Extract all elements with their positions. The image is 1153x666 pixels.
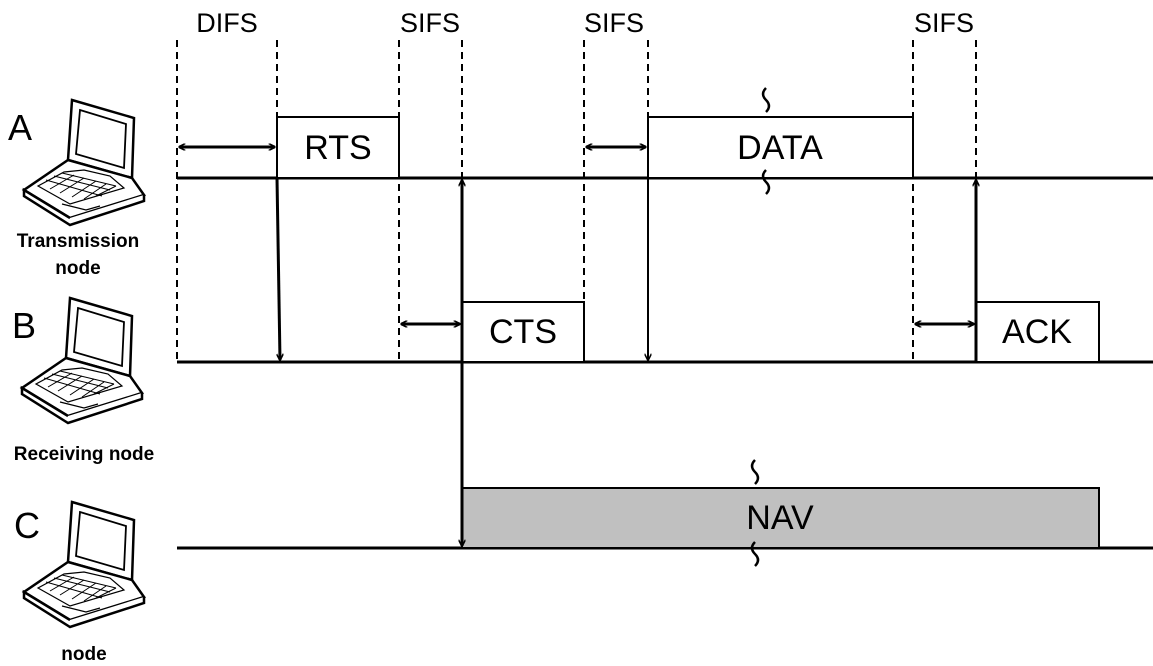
node-c-desc: node bbox=[61, 644, 106, 661]
node-b: B Receiving node bbox=[12, 298, 154, 465]
frame-cts: CTS bbox=[462, 302, 584, 362]
frame-data: DATA bbox=[648, 88, 913, 194]
sifs-label-2: SIFS bbox=[584, 8, 644, 38]
rts-label: RTS bbox=[304, 129, 371, 167]
node-a-letter: A bbox=[8, 107, 32, 148]
node-c: C node bbox=[14, 502, 144, 661]
node-b-letter: B bbox=[12, 305, 36, 346]
node-a: A Transmission node bbox=[8, 100, 144, 279]
laptop-icon bbox=[22, 298, 142, 423]
node-b-desc: Receiving node bbox=[14, 444, 154, 465]
laptop-icon bbox=[24, 100, 144, 225]
data-label: DATA bbox=[737, 129, 823, 167]
frame-rts: RTS bbox=[277, 117, 399, 178]
wavy-break-icon bbox=[763, 88, 769, 112]
node-a-desc-line2: node bbox=[55, 258, 100, 279]
node-a-desc-line1: Transmission bbox=[17, 231, 140, 252]
difs-label: DIFS bbox=[196, 8, 258, 38]
rts-to-b-arrow bbox=[277, 178, 280, 360]
wavy-break-icon bbox=[752, 460, 758, 484]
ack-label: ACK bbox=[1002, 313, 1072, 351]
nav-label: NAV bbox=[746, 499, 814, 537]
node-c-letter: C bbox=[14, 505, 40, 546]
frame-nav: NAV bbox=[462, 460, 1099, 566]
sifs-label-1: SIFS bbox=[400, 8, 460, 38]
frame-ack: ACK bbox=[976, 302, 1099, 362]
sifs-label-3: SIFS bbox=[914, 8, 974, 38]
cts-label: CTS bbox=[489, 313, 557, 351]
laptop-icon bbox=[24, 502, 144, 627]
